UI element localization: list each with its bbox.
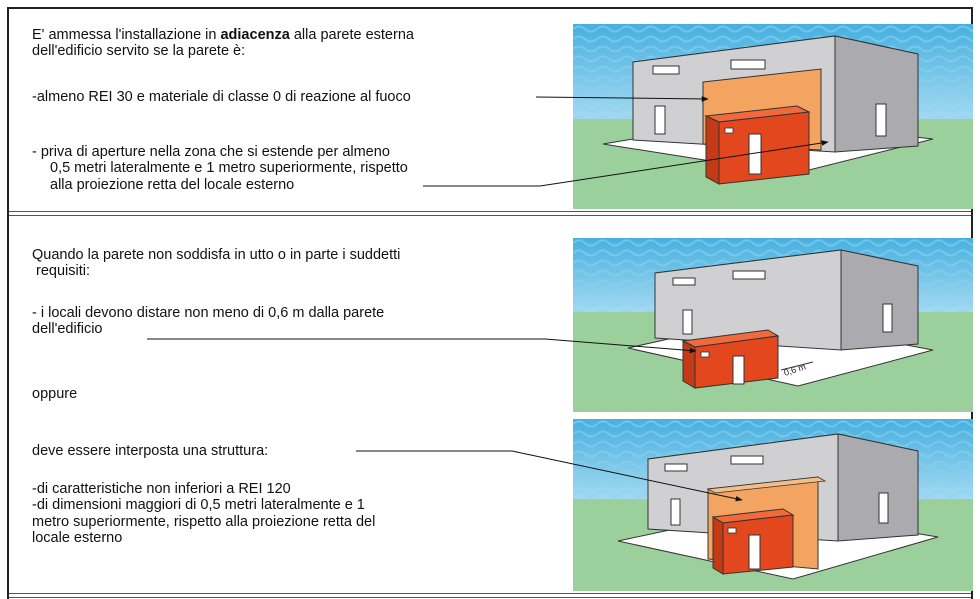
room-vent bbox=[727, 527, 737, 534]
illustration-adjacent-room bbox=[573, 24, 973, 209]
structure-dimensions-line3: locale esterno bbox=[32, 530, 123, 546]
requirement-rei30: -almeno REI 30 e materiale di classe 0 d… bbox=[32, 89, 411, 105]
room-door bbox=[748, 534, 761, 570]
structure-rei120: -di caratteristiche non inferiori a REI … bbox=[32, 481, 291, 497]
intro-text-start: E' ammessa l'installazione in bbox=[32, 27, 221, 43]
room-side bbox=[705, 115, 720, 185]
room-door bbox=[732, 355, 745, 385]
window-2 bbox=[730, 59, 766, 70]
illustration-detached-room: 0,6 m bbox=[573, 238, 973, 412]
oppure-label: oppure bbox=[32, 386, 78, 402]
distance-requirement-line1: - i locali devono distare non meno di 0,… bbox=[32, 305, 385, 321]
room-side bbox=[712, 516, 724, 575]
building-side-wall bbox=[840, 249, 919, 351]
building-side-wall bbox=[834, 35, 919, 153]
intro-bold-term: adiacenza bbox=[220, 27, 290, 43]
building-side-wall bbox=[837, 433, 919, 542]
section-divider-1 bbox=[9, 211, 971, 216]
distance-requirement-line2: dell'edificio bbox=[32, 321, 103, 337]
room-vent bbox=[700, 351, 710, 358]
door-front bbox=[682, 309, 693, 335]
requirement-no-openings-line3: alla proiezione retta del locale esterno bbox=[50, 177, 295, 193]
intro-text-end: alla parete esterna bbox=[289, 27, 414, 43]
window-1 bbox=[664, 463, 688, 472]
door-side bbox=[878, 492, 889, 524]
door-side bbox=[882, 303, 893, 333]
requirement-no-openings-line1: - priva di aperture nella zona che si es… bbox=[32, 144, 390, 160]
window-2 bbox=[732, 270, 766, 280]
section1-intro: E' ammessa l'installazione in adiacenza … bbox=[32, 27, 414, 44]
distance-dimension-line bbox=[780, 361, 814, 371]
structure-dimensions-line2: metro superiormente, rispetto alla proie… bbox=[32, 514, 376, 530]
requirement-no-openings-line2: 0,5 metri lateralmente e 1 metro superio… bbox=[50, 160, 408, 176]
room-door bbox=[748, 133, 762, 175]
illustration-interposed-structure bbox=[573, 419, 973, 591]
room-vent bbox=[724, 127, 734, 134]
section1-intro-line2: dell'edificio servito se la parete è: bbox=[32, 43, 246, 59]
section2-intro-line1: Quando la parete non soddisfa in utto o … bbox=[32, 247, 401, 263]
door-side bbox=[875, 103, 887, 137]
room-side bbox=[682, 340, 696, 389]
structure-intro: deve essere interposta una struttura: bbox=[32, 443, 269, 459]
window-1 bbox=[672, 277, 696, 286]
section2-intro-line2: requisiti: bbox=[36, 263, 90, 279]
structure-dimensions-line1: -di dimensioni maggiori di 0,5 metri lat… bbox=[32, 497, 365, 513]
section-divider-bottom bbox=[9, 593, 971, 598]
door-front bbox=[670, 498, 681, 526]
external-room bbox=[718, 111, 810, 185]
window-1 bbox=[652, 65, 680, 75]
door-front bbox=[654, 105, 666, 135]
window-2 bbox=[730, 455, 764, 465]
